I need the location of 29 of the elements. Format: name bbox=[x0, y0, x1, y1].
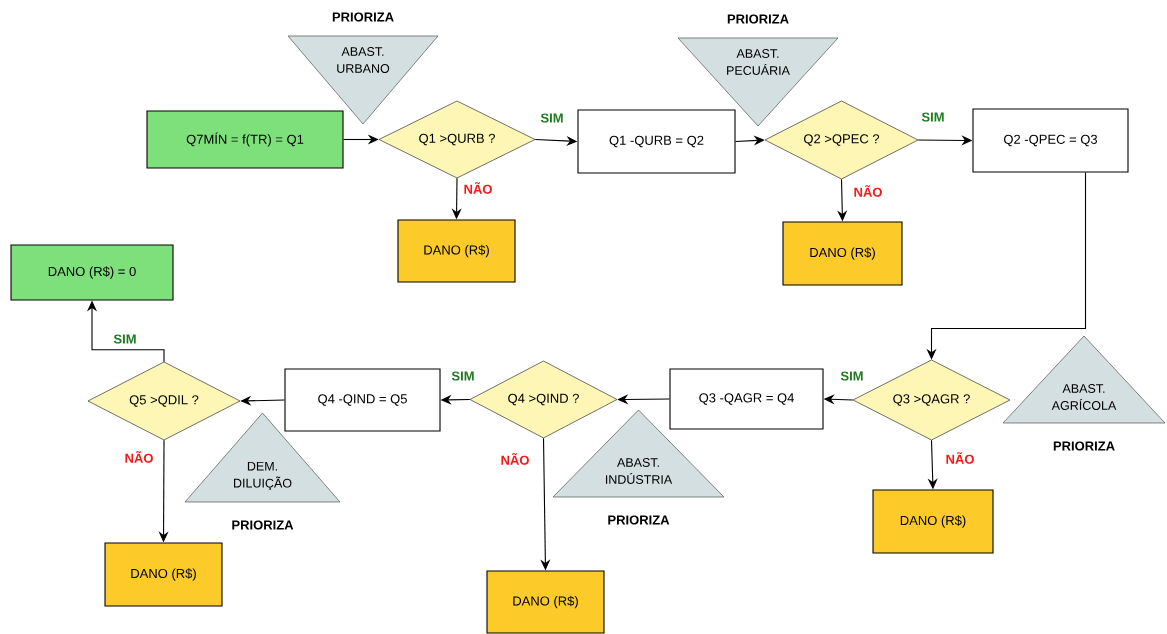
edge-label: SIM bbox=[920, 111, 946, 123]
terminal-box: Q7MÍN = f(TR) = Q1 bbox=[146, 110, 344, 169]
priority-label: PRIORIZA bbox=[727, 14, 789, 24]
priority-label: PRIORIZA bbox=[232, 520, 294, 530]
damage-box: DANO (R$) bbox=[104, 542, 223, 607]
edge-label: SIM bbox=[539, 112, 565, 124]
priority-triangle: ABAST. INDÚSTRIA bbox=[552, 409, 725, 498]
priority-label: PRIORIZA bbox=[1053, 441, 1115, 451]
edge-label: NÃO bbox=[852, 184, 884, 198]
edge-label: NÃO bbox=[123, 450, 155, 464]
priority-label: PRIORIZA bbox=[332, 12, 394, 22]
process-box: Q4 -QIND = Q5 bbox=[284, 368, 441, 432]
damage-box: DANO (R$) bbox=[397, 219, 516, 283]
process-box: Q1 -QURB = Q2 bbox=[577, 109, 736, 174]
process-box: Q2 -QPEC = Q3 bbox=[972, 108, 1129, 173]
edge-label: NÃO bbox=[499, 452, 531, 466]
priority-triangle: ABAST. PECUÁRIA bbox=[677, 37, 839, 127]
priority-triangle: DEM. DILUIÇÃO bbox=[184, 412, 341, 503]
process-box: Q3 -QAGR = Q4 bbox=[669, 368, 824, 430]
edge-label: SIM bbox=[112, 333, 138, 345]
priority-triangle: ABAST. AGRÍCOLA bbox=[1002, 335, 1166, 424]
priority-label: PRIORIZA bbox=[608, 515, 670, 525]
edge-label: NÃO bbox=[944, 451, 976, 465]
damage-box: DANO (R$) bbox=[872, 489, 994, 554]
damage-box: DANO (R$) bbox=[782, 221, 903, 286]
terminal-box: DANO (R$) = 0 bbox=[10, 244, 174, 301]
edge-label: NÃO bbox=[462, 181, 494, 195]
damage-box: DANO (R$) bbox=[486, 570, 605, 634]
priority-triangle: ABAST. URBANO bbox=[287, 35, 439, 125]
